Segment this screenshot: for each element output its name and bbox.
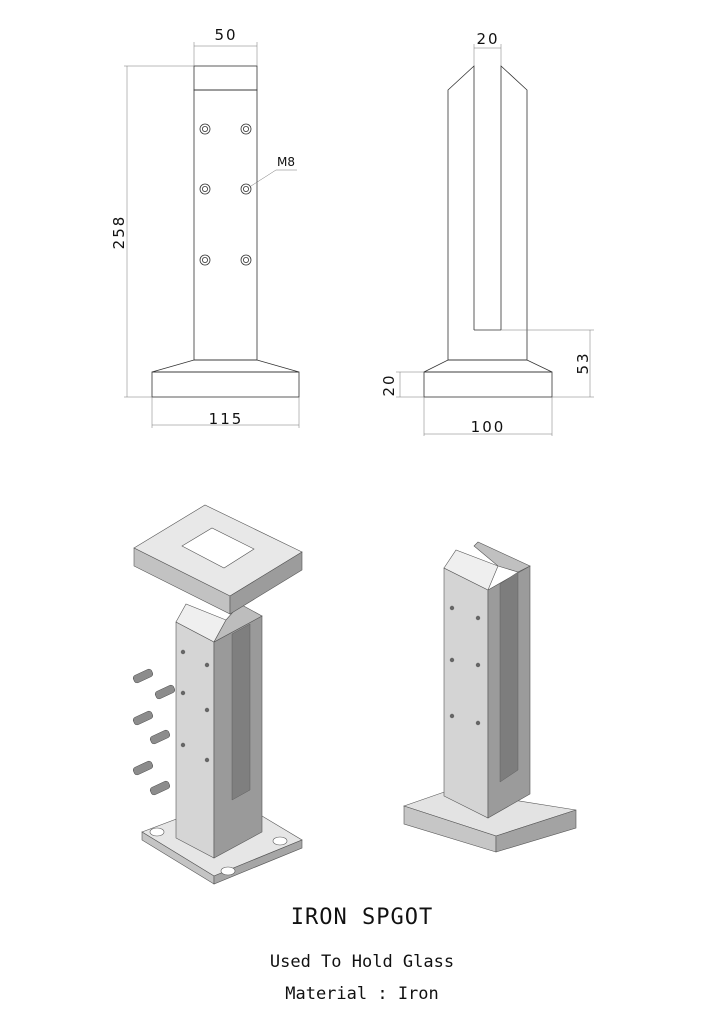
m8-leader [250,169,297,187]
assembled-3d-view [403,541,577,853]
side-view: 20 53 20 100 [380,30,594,436]
side-post-left [447,65,475,360]
front-base-flare [151,359,300,373]
product-title: IRON SPGOT [290,905,434,930]
front-base-plate [151,371,300,398]
front-cap [193,65,258,91]
front-view: M8 50 258 115 [110,26,300,428]
dim-slot-width: 20 [476,30,499,48]
dim-top-width: 50 [214,26,237,44]
side-post-right [500,65,528,360]
dim-side-base-width: 100 [471,418,506,436]
product-material: Material : Iron [285,984,439,1004]
assembled-post [443,541,531,819]
side-base-flare [423,359,553,373]
exploded-3d-view [132,504,303,885]
dim-base-width: 115 [209,410,244,428]
product-usage: Used To Hold Glass [269,952,455,972]
exploded-post [175,603,263,859]
m8-holes [199,123,252,266]
m8-screws [132,668,176,796]
exploded-cap [133,504,303,615]
front-post [193,89,258,361]
dim-slot-depth: 53 [574,351,592,374]
dim-base-height: 20 [380,373,398,396]
side-base-plate [423,371,553,398]
m8-label: M8 [277,155,295,169]
dim-height: 258 [110,215,128,250]
